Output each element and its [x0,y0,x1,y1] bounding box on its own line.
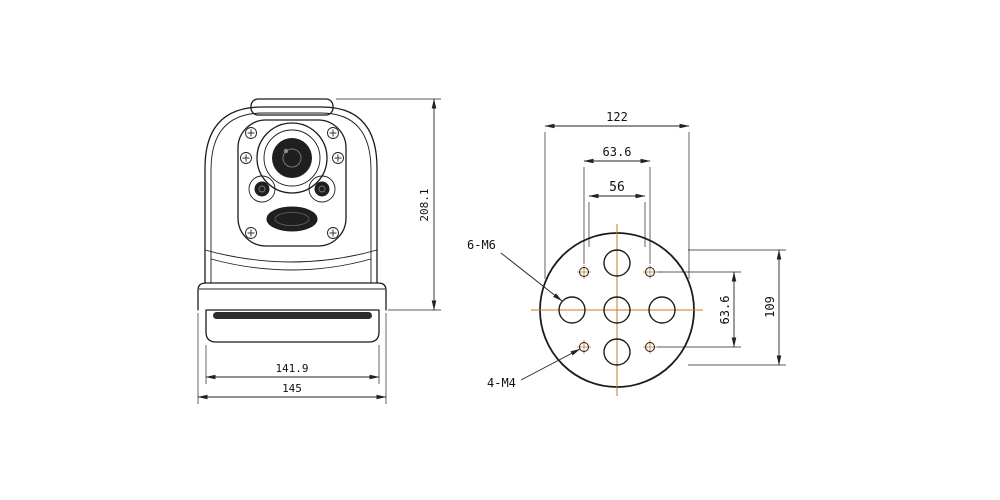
m6-hole [648,296,676,324]
screw-icon [332,152,344,164]
bottom-plate-slot [213,312,372,319]
camera-face-plate [237,119,347,247]
screw-icon [245,127,257,139]
mounting-plate-view [531,224,703,396]
dim-plate-width-122-label: 122 [606,110,628,124]
m6-hole [603,338,631,366]
camera-base-band [197,282,387,311]
camera-dome-inner-outline [210,112,372,283]
dome-rim-arc [204,249,378,263]
label-6-m6: 6-M6 [467,238,496,252]
m4-hole [579,267,589,277]
label-4-m4: 4-M4 [487,376,516,390]
leader-line-m6 [500,252,563,302]
camera-bottom-plate [205,309,380,343]
dim-hole-span-h-label: 63.6 [603,145,632,159]
m6-hole [603,296,631,324]
face-screws [240,127,344,239]
screw-icon [240,152,252,164]
plate-view-dimensions: 122 63.6 56 63.6 109 6-M6 4-M4 [467,110,786,390]
right-sensor-lens [308,175,336,203]
m4-hole [645,267,655,277]
m4-hole [645,342,655,352]
dim-hole-span-v-label: 63.6 [718,296,732,325]
dome-rim-arc-inner [210,258,372,271]
m6-hole [558,296,586,324]
front-view-dimensions: 208.1 141.9 145 [197,98,441,404]
screw-icon [327,227,339,239]
m6-hole [603,249,631,277]
dim-center-span-label: 56 [609,180,625,195]
camera-front-view [197,98,387,343]
main-lens [256,122,328,194]
left-sensor-lens [248,175,276,203]
camera-top-cap [250,98,334,116]
camera-dome-outline [204,106,378,284]
m4-hole [579,342,589,352]
thermal-window [266,206,318,232]
screw-icon [245,227,257,239]
m6-holes [558,249,676,366]
m4-holes [579,267,655,352]
dim-plate-height-label: 109 [763,296,777,318]
dim-base-width-label: 145 [282,382,302,395]
dim-front-height-label: 208.1 [418,188,431,221]
screw-icon [327,127,339,139]
dim-plate-width-label: 141.9 [275,362,308,375]
leader-line-m4 [520,348,581,381]
